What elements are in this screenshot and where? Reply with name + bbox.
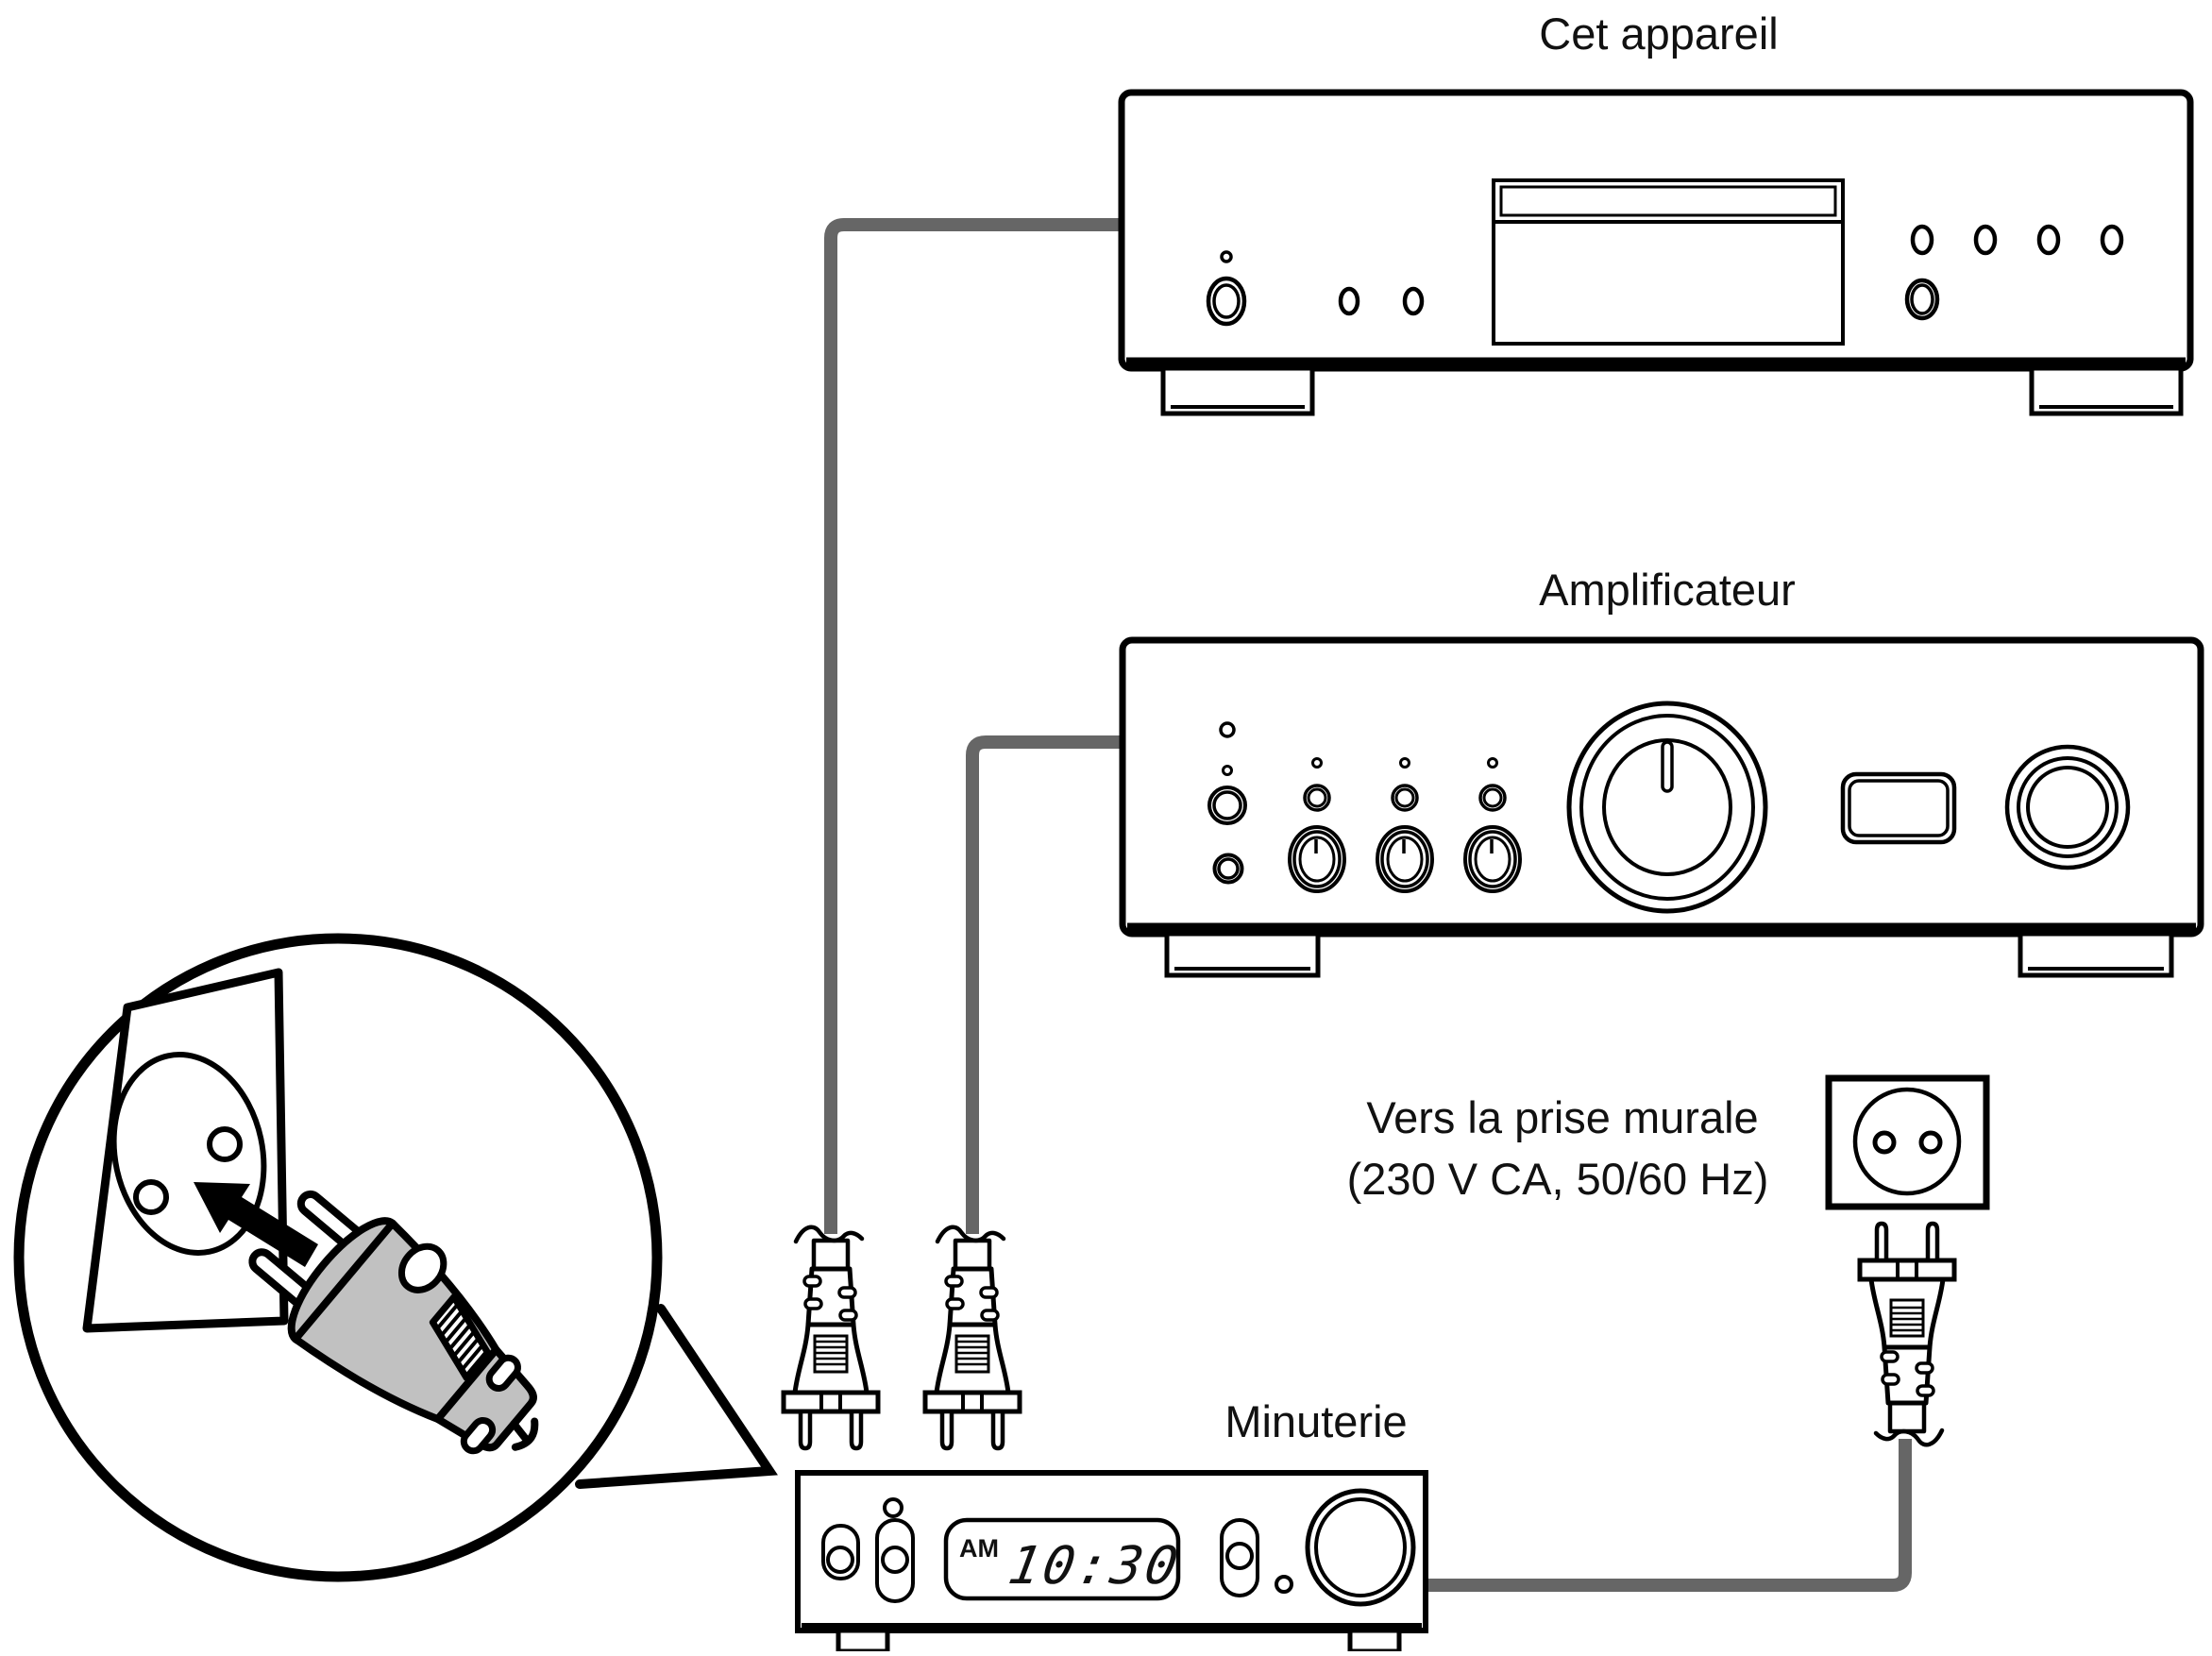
- plug-rear-notch-bottom: [460, 1416, 497, 1455]
- timer-dot: [1275, 1575, 1293, 1594]
- euro-plug-icon: [248, 1190, 539, 1455]
- meridiem-label: AM: [959, 1534, 999, 1563]
- timer-foot-right: [1347, 1628, 1402, 1654]
- amplifier-device: [1119, 636, 2204, 978]
- timer-toggle-2: [875, 1518, 915, 1603]
- cd-player-device: [1118, 89, 2194, 416]
- socket-hole-left: [133, 1179, 169, 1215]
- plug-grip-ridges: [435, 1302, 485, 1372]
- socket-hole-right: [207, 1126, 243, 1162]
- time-value: 10:30: [1004, 1536, 1185, 1597]
- outlet-face: [1852, 1087, 1962, 1196]
- amp-headphone-jack: [1212, 853, 1244, 885]
- amp-tone-knob-3: [1463, 757, 1522, 893]
- amplifier-label: Amplificateur: [1539, 565, 1796, 615]
- plug-earth-clip: [397, 1242, 447, 1293]
- plug-cable-break: [510, 1417, 539, 1451]
- play-button: [1904, 278, 1940, 321]
- wall-outlet-icon: [1825, 1074, 1990, 1210]
- callout-tail: [575, 1304, 778, 1489]
- amp-selector-knob: [2004, 744, 2131, 870]
- disc-tray: [1492, 178, 1845, 346]
- power-button: [1206, 276, 1247, 327]
- amplifier-foot-left: [1164, 931, 1321, 978]
- power-led: [1220, 250, 1233, 263]
- outlet-label-line1: Vers la prise murale: [1366, 1092, 1758, 1142]
- timer-foot-left: [836, 1628, 890, 1654]
- cable-timer-to-outlet-plug: [1426, 1439, 1912, 1592]
- amp-indicator-dot: [1222, 765, 1233, 776]
- amp-tone-knob-2: [1376, 757, 1434, 893]
- transport-button-3: [2036, 224, 2061, 256]
- amp-power-led: [1219, 721, 1236, 738]
- insert-arrow-icon: [194, 1182, 318, 1267]
- amp-display-button: [1840, 771, 1957, 845]
- timer-led: [883, 1497, 903, 1518]
- timer-label: Minuterie: [1224, 1396, 1407, 1446]
- timer-toggle-3: [1220, 1518, 1259, 1597]
- plug-rear-notch-top: [485, 1354, 521, 1393]
- zoom-callout-bubble: [13, 933, 778, 1582]
- timer-toggle-1: [821, 1524, 860, 1580]
- power-plug-icon-outlet: [1860, 1224, 1954, 1445]
- front-button-2: [1402, 286, 1425, 316]
- cable-from-amplifier: [966, 735, 1122, 1234]
- timer-device: AM 10:30: [795, 1470, 1428, 1654]
- power-plug-icon-amplifier: [925, 1227, 1020, 1448]
- amplifier-foot-right: [2018, 931, 2174, 978]
- transport-button-2: [1973, 224, 1998, 256]
- timer-knob: [1305, 1488, 1416, 1607]
- transport-button-4: [2100, 224, 2124, 256]
- outlet-hole-right: [1918, 1130, 1943, 1155]
- unit-label: Cet appareil: [1539, 8, 1778, 59]
- power-plug-icon-unit: [781, 1225, 881, 1451]
- amp-tone-knob-1: [1288, 757, 1346, 893]
- cd-player-foot-left: [1160, 365, 1315, 416]
- front-button-1: [1338, 286, 1360, 316]
- cable-from-unit: [824, 218, 1122, 1234]
- outlet-hole-left: [1872, 1130, 1897, 1155]
- outlet-label-line2: (230 V CA, 50/60 Hz): [1347, 1154, 1769, 1204]
- cd-player-foot-right: [2029, 365, 2184, 416]
- timer-clock-display: AM 10:30: [943, 1517, 1185, 1601]
- amp-volume-knob: [1566, 701, 1768, 914]
- transport-button-1: [1910, 224, 1934, 256]
- callout-tail-fill: [586, 1316, 769, 1490]
- amp-power-button: [1207, 786, 1247, 825]
